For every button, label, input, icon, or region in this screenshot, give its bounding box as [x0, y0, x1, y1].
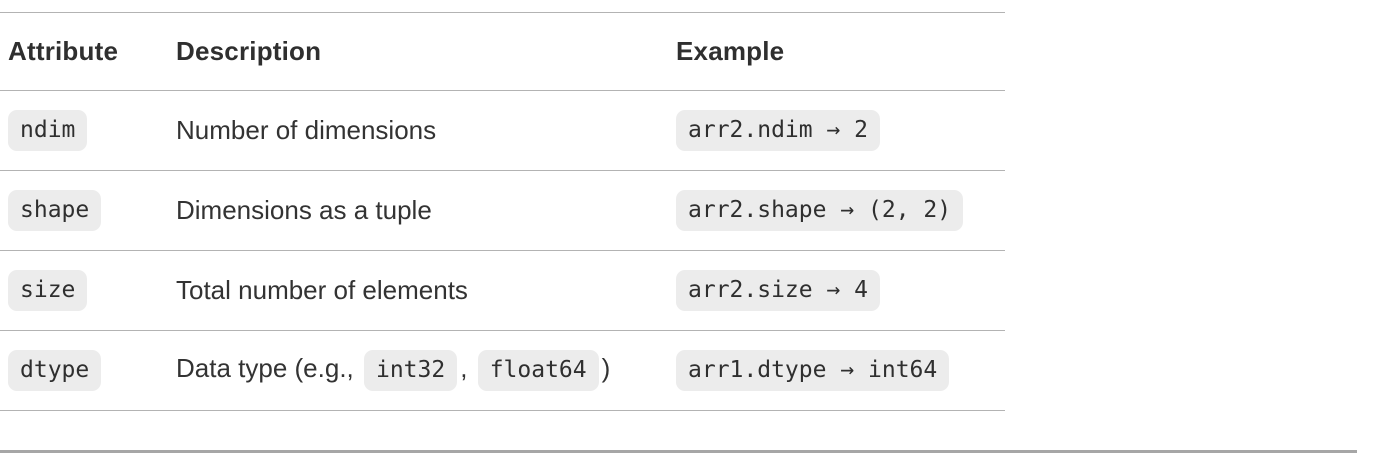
attribute-code-pill: size [8, 270, 88, 311]
attribute-code-pill: shape [8, 190, 102, 231]
column-header-example: Example [676, 36, 785, 66]
description-cell: Total number of elements [176, 275, 676, 306]
description-text: Dimensions as a tuple [176, 195, 432, 225]
description-cell: Number of dimensions [176, 115, 676, 146]
description-text: Data type (e.g., [176, 353, 361, 384]
description-text: Number of dimensions [176, 115, 437, 145]
attributes-table: Attribute Description Example ndim Numbe… [0, 12, 1005, 411]
description-cell: Dimensions as a tuple [176, 195, 676, 226]
description-cell: Data type (e.g., int32, float64) [176, 350, 676, 391]
example-code-pill: arr2.ndim → 2 [676, 110, 881, 151]
inline-code-pill: int32 [363, 350, 458, 391]
attribute-code-pill: ndim [8, 110, 88, 151]
table-row: dtype Data type (e.g., int32, float64) a… [0, 331, 1005, 411]
attribute-cell: shape [0, 190, 176, 231]
table-row: size Total number of elements arr2.size … [0, 251, 1005, 331]
attribute-cell: dtype [0, 350, 176, 391]
example-cell: arr2.shape → (2, 2) [676, 190, 1005, 231]
attribute-code-pill: dtype [8, 350, 102, 391]
column-header-description: Description [176, 36, 322, 66]
attribute-cell: size [0, 270, 176, 311]
example-code-pill: arr2.shape → (2, 2) [676, 190, 964, 231]
table-row: ndim Number of dimensions arr2.ndim → 2 [0, 91, 1005, 171]
example-cell: arr1.dtype → int64 [676, 350, 1005, 391]
table-header-row: Attribute Description Example [0, 13, 1005, 91]
description-text: , [460, 353, 475, 384]
inline-code-pill: float64 [477, 350, 599, 391]
table-body: ndim Number of dimensions arr2.ndim → 2 … [0, 91, 1005, 411]
example-cell: arr2.ndim → 2 [676, 110, 1005, 151]
example-cell: arr2.size → 4 [676, 270, 1005, 311]
attribute-cell: ndim [0, 110, 176, 151]
example-code-pill: arr2.size → 4 [676, 270, 881, 311]
description-text: ) [601, 353, 611, 384]
table-row: shape Dimensions as a tuple arr2.shape →… [0, 171, 1005, 251]
example-code-pill: arr1.dtype → int64 [676, 350, 950, 391]
description-text: Total number of elements [176, 275, 468, 305]
column-header-attribute: Attribute [8, 36, 119, 66]
bottom-divider [0, 450, 1357, 453]
